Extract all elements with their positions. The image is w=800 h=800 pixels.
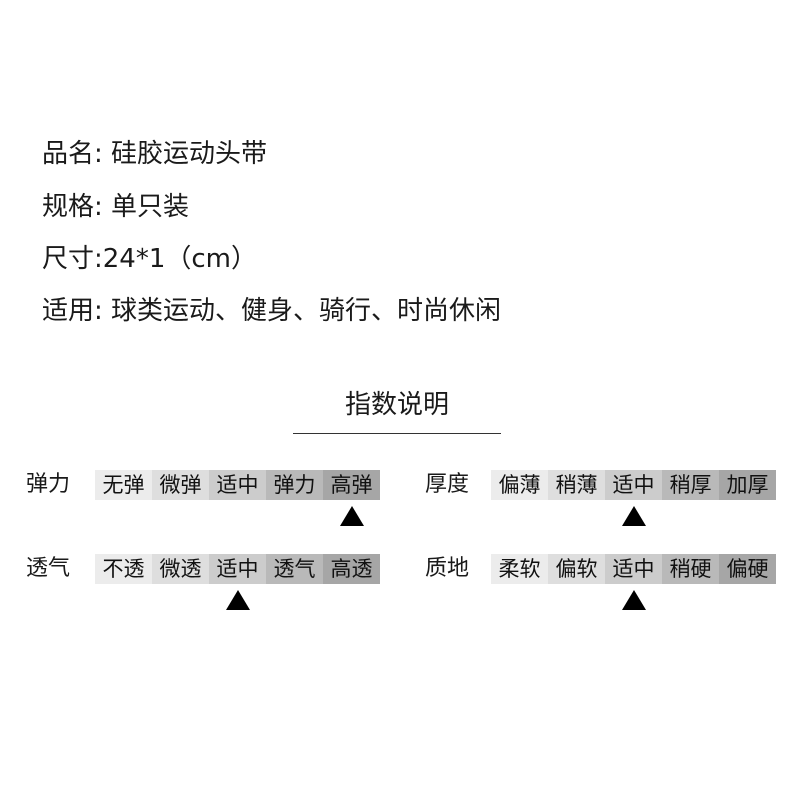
scale-option: 弹力 bbox=[266, 470, 323, 500]
rating-scale: 无弹 微弹 适中 弹力 高弹 bbox=[95, 470, 380, 500]
scale-option: 微弹 bbox=[152, 470, 209, 500]
selected-marker-icon bbox=[621, 506, 646, 526]
scale-option: 加厚 bbox=[719, 470, 776, 500]
scale-option: 偏薄 bbox=[491, 470, 548, 500]
index-title: 指数说明 bbox=[344, 390, 449, 420]
scale-option: 稍薄 bbox=[548, 470, 605, 500]
rating-scale: 不透 微透 适中 透气 高透 bbox=[95, 554, 380, 584]
scale-option: 高透 bbox=[323, 554, 380, 584]
scale-option: 透气 bbox=[266, 554, 323, 584]
rating-label: 透气 bbox=[26, 556, 71, 581]
scale-option: 微透 bbox=[152, 554, 209, 584]
spec-size: 尺寸:24*1（cm） bbox=[42, 244, 258, 274]
scale-option: 适中 bbox=[605, 470, 662, 500]
scale-option: 无弹 bbox=[95, 470, 152, 500]
scale-option: 偏软 bbox=[548, 554, 605, 584]
rating-label: 质地 bbox=[425, 556, 470, 581]
spec-product-name: 品名: 硅胶运动头带 bbox=[42, 139, 268, 169]
scale-option: 适中 bbox=[209, 554, 266, 584]
selected-marker-icon bbox=[339, 506, 364, 526]
scale-option: 高弹 bbox=[323, 470, 380, 500]
selected-marker-icon bbox=[621, 590, 646, 610]
rating-scale: 偏薄 稍薄 适中 稍厚 加厚 bbox=[491, 470, 776, 500]
rating-label: 弹力 bbox=[26, 472, 71, 497]
scale-option: 稍厚 bbox=[662, 470, 719, 500]
spec-usage: 适用: 球类运动、健身、骑行、时尚休闲 bbox=[42, 296, 502, 326]
scale-option: 偏硬 bbox=[719, 554, 776, 584]
selected-marker-icon bbox=[225, 590, 250, 610]
scale-option: 柔软 bbox=[491, 554, 548, 584]
scale-option: 不透 bbox=[95, 554, 152, 584]
scale-option: 稍硬 bbox=[662, 554, 719, 584]
scale-option: 适中 bbox=[209, 470, 266, 500]
rating-label: 厚度 bbox=[425, 472, 470, 497]
scale-option: 适中 bbox=[605, 554, 662, 584]
rating-scale: 柔软 偏软 适中 稍硬 偏硬 bbox=[491, 554, 776, 584]
title-divider bbox=[293, 433, 501, 434]
spec-package: 规格: 单只装 bbox=[42, 192, 190, 222]
